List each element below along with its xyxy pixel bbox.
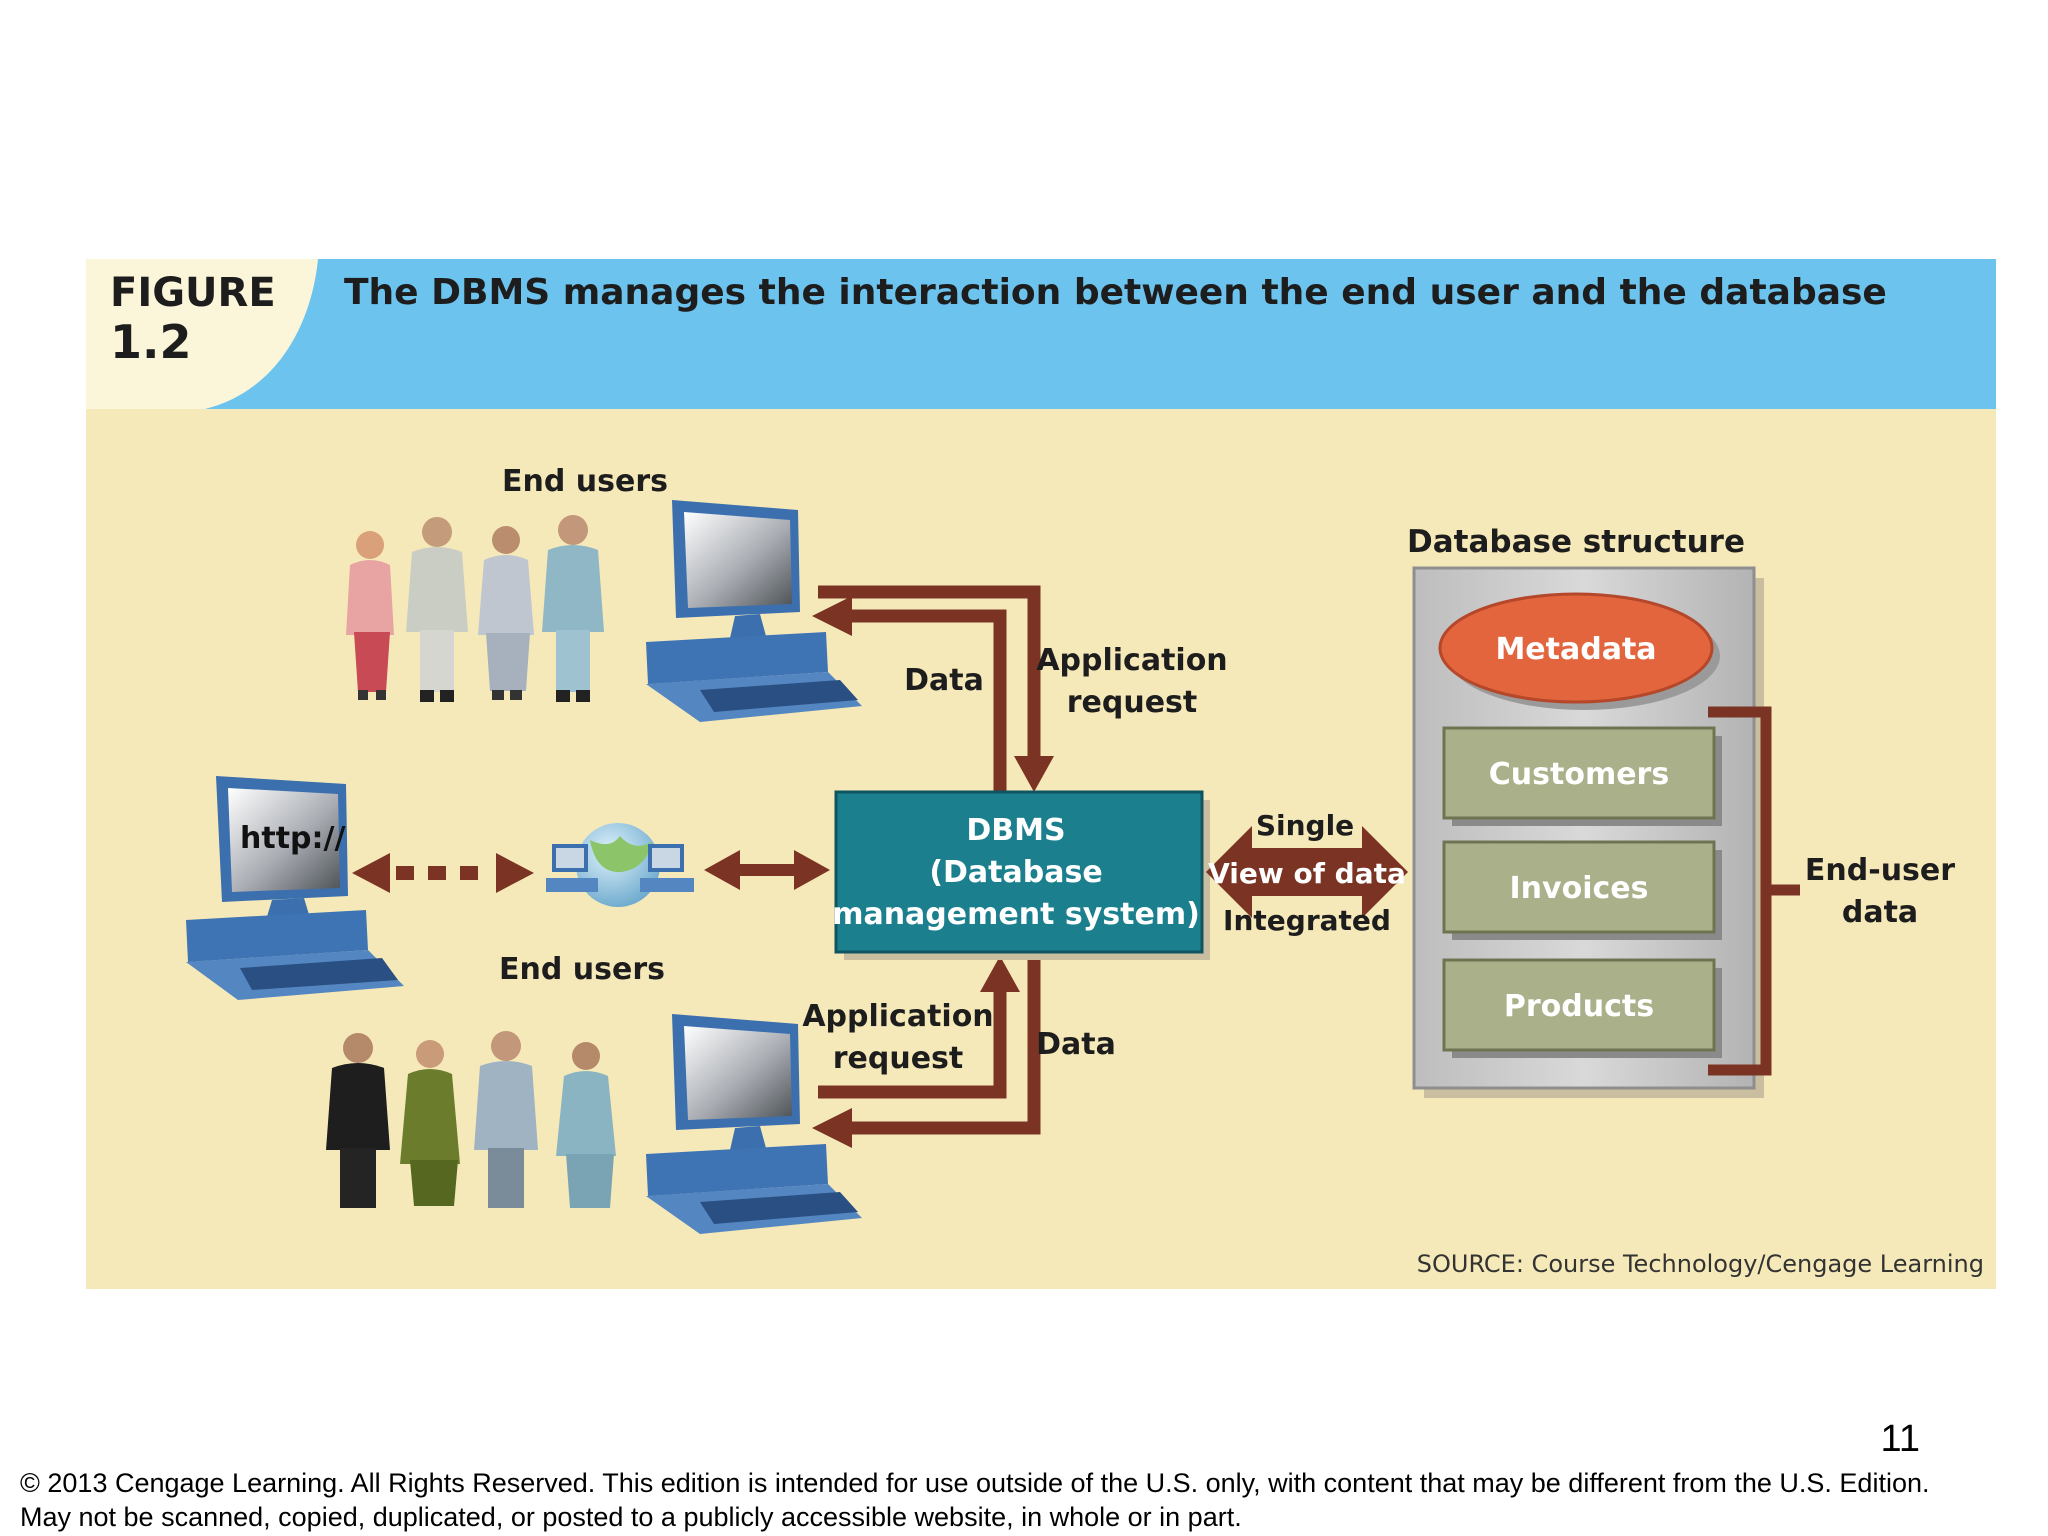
top-data-arrow [812, 596, 1007, 792]
figure-label-tab [86, 259, 318, 409]
page-number: 11 [1880, 1418, 1920, 1460]
top-request-arrow [818, 585, 1054, 792]
figure-label: FIGURE [110, 270, 276, 316]
bottom-data-arrow [812, 956, 1041, 1148]
network-dbms-arrow [704, 850, 830, 890]
dbms-box [834, 790, 1204, 954]
app-request-top-line2: request [1067, 685, 1198, 720]
view-of-data-label: View of data [1208, 857, 1406, 890]
end-users-top-people [346, 515, 604, 702]
data-bottom-label: Data [1036, 1027, 1116, 1062]
database-structure-heading: Database structure [1407, 524, 1745, 560]
single-view-arrow [1206, 826, 1408, 918]
end-user-data-line1: End-user [1805, 853, 1955, 888]
http-screen-text: http:// [240, 821, 345, 856]
invoices-label: Invoices [1510, 871, 1649, 906]
metadata-ellipse [1438, 592, 1714, 704]
dashed-double-arrow [352, 853, 534, 893]
integrated-label: Integrated [1223, 904, 1391, 937]
dbms-line1: DBMS [966, 813, 1065, 848]
figure-title: The DBMS manages the interaction between… [344, 272, 1887, 313]
computer-left-icon [186, 776, 404, 1000]
person-icon [556, 1042, 616, 1208]
dbms-line2: (Database [929, 855, 1102, 890]
app-request-top-line1: Application [1036, 643, 1227, 678]
source-credit: SOURCE: Course Technology/Cengage Learni… [1417, 1250, 1984, 1278]
end-user-data-bracket [1708, 706, 1800, 1076]
person-icon [478, 526, 534, 700]
person-icon [406, 517, 468, 702]
invoices-box [1442, 840, 1716, 934]
end-users-bottom-people [326, 1031, 616, 1208]
copyright-line2: May not be scanned, copied, duplicated, … [20, 1502, 1242, 1532]
network-globe-icon [546, 823, 694, 907]
app-request-bottom-line2: request [833, 1041, 964, 1076]
end-user-data-line2: data [1842, 895, 1918, 930]
single-label: Single [1256, 809, 1354, 842]
end-users-top-label: End users [502, 464, 668, 499]
dbms-line3: management system) [832, 897, 1200, 932]
copyright-notice: © 2013 Cengage Learning. All Rights Rese… [20, 1466, 1930, 1534]
person-icon [326, 1033, 390, 1208]
end-users-middle-label: End users [499, 952, 665, 987]
data-top-label: Data [904, 663, 984, 698]
figure-number: 1.2 [110, 315, 192, 369]
products-label: Products [1504, 989, 1654, 1024]
app-request-bottom-line1: Application [802, 999, 993, 1034]
header-band [86, 259, 1996, 409]
person-icon [400, 1040, 460, 1206]
bottom-request-arrow [818, 956, 1020, 1099]
person-icon [474, 1031, 538, 1208]
computer-top-icon [646, 500, 862, 722]
person-icon [542, 515, 604, 702]
customers-label: Customers [1489, 757, 1669, 792]
metadata-label: Metadata [1495, 632, 1656, 667]
products-box [1442, 958, 1716, 1052]
copyright-line1: © 2013 Cengage Learning. All Rights Rese… [20, 1468, 1930, 1498]
computer-bottom-icon [646, 1014, 862, 1234]
person-icon [346, 531, 394, 700]
customers-box [1442, 726, 1716, 820]
